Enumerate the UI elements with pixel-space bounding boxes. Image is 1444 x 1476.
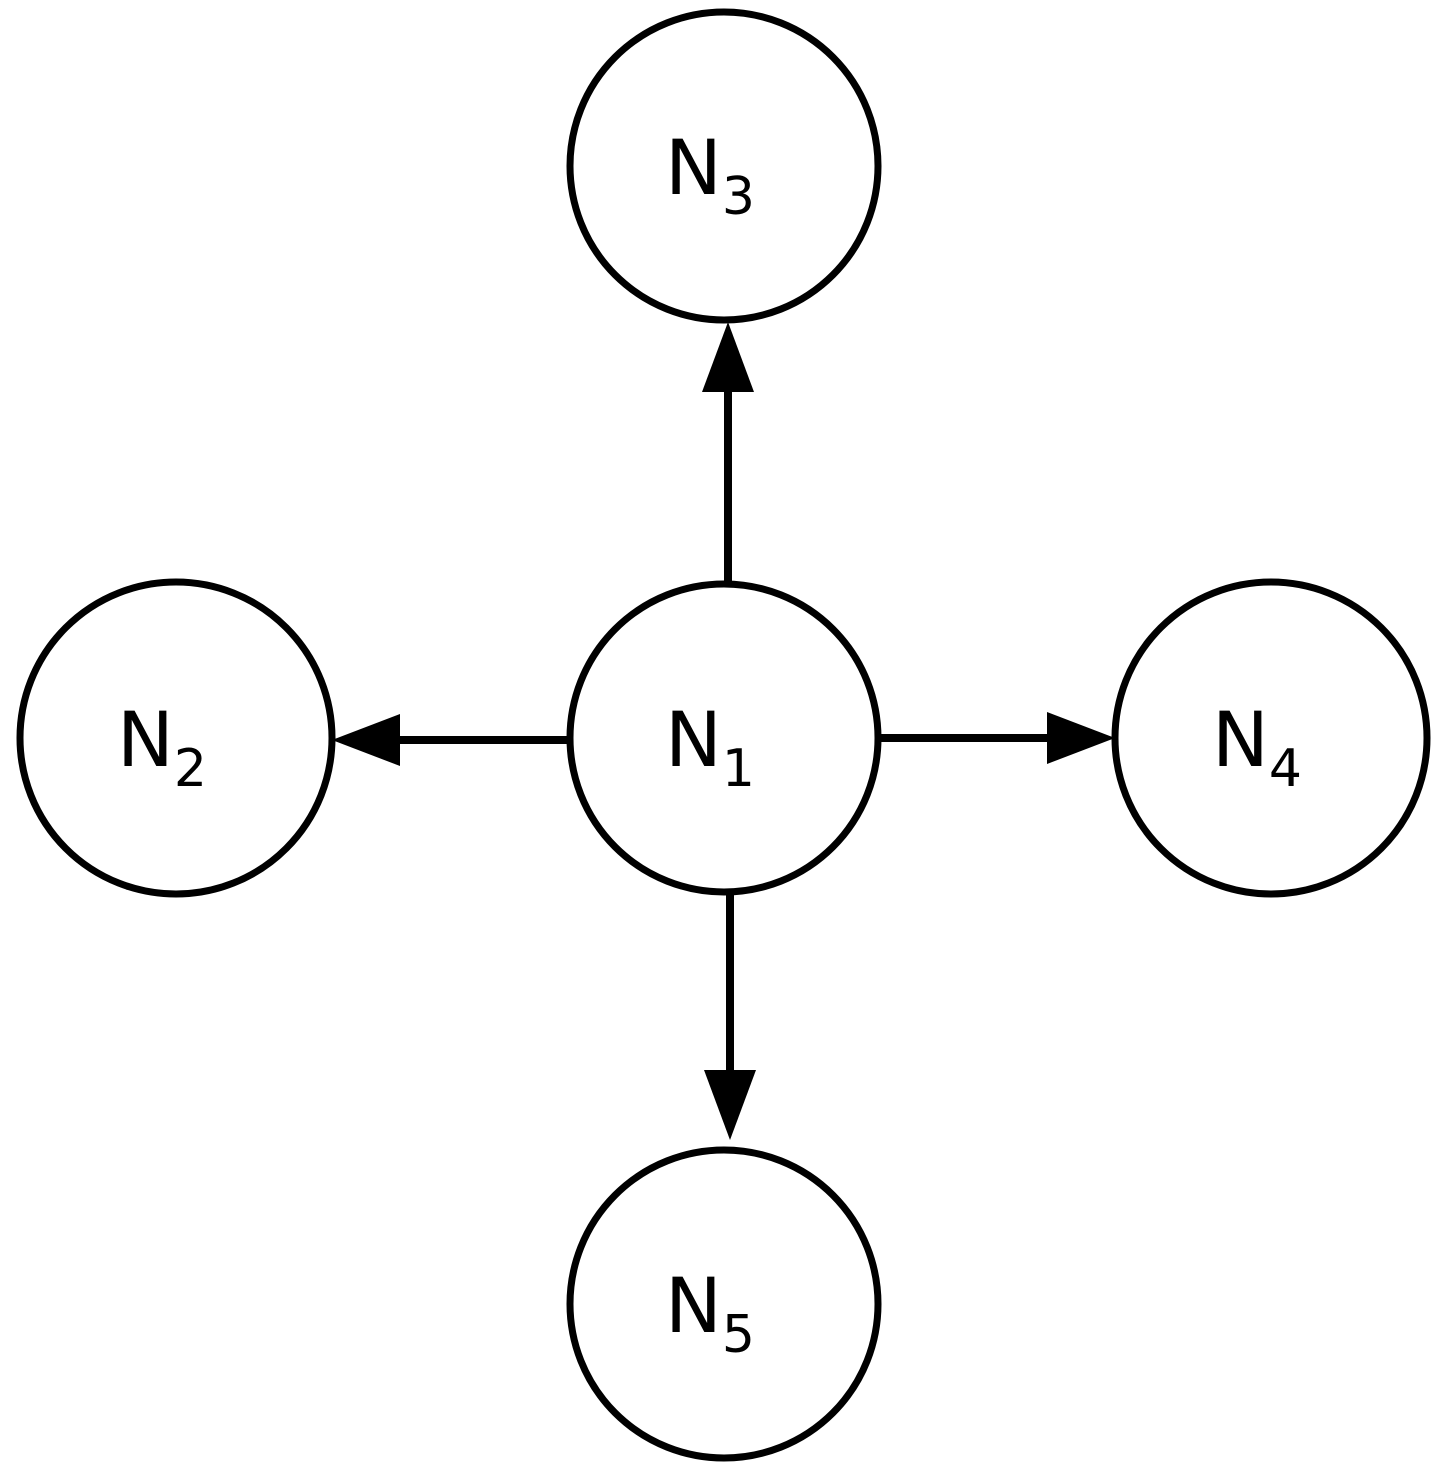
node-n1-circle[interactable] (566, 580, 882, 896)
node-n4-circle[interactable] (1111, 578, 1431, 898)
edge-n1-to-n5-arrowhead-icon (704, 1070, 756, 1140)
edge-n1-to-n4-arrowhead-icon (1047, 712, 1115, 764)
node-n2[interactable]: N2 (16, 578, 336, 898)
node-n2-circle[interactable] (16, 578, 336, 898)
edges-layer (332, 322, 1115, 1140)
edge-n1-to-n2-arrowhead-icon (332, 714, 400, 766)
edge-n1-to-n4[interactable] (878, 712, 1115, 764)
edge-n1-to-n3-arrowhead-icon (702, 322, 754, 392)
node-n2-label-subscript: 2 (174, 739, 207, 799)
edge-n1-to-n5[interactable] (704, 892, 756, 1140)
node-n1-label-subscript: 1 (722, 739, 755, 799)
node-n5[interactable]: N5 (566, 1146, 882, 1462)
node-n3-label-subscript: 3 (722, 167, 755, 227)
node-n1-label-base: N (665, 695, 722, 784)
edge-n1-to-n2[interactable] (332, 714, 570, 766)
node-n2-label: N2 (117, 695, 207, 799)
node-n4-label: N4 (1212, 695, 1302, 799)
node-n4[interactable]: N4 (1111, 578, 1431, 898)
node-n3-label: N3 (665, 123, 755, 227)
node-n5-label-subscript: 5 (722, 1305, 755, 1365)
node-n5-label: N5 (665, 1261, 755, 1365)
node-n2-label-base: N (117, 695, 174, 784)
node-n5-label-base: N (665, 1261, 722, 1350)
nodes-layer: N3 N2 N1 N4 (16, 8, 1431, 1462)
node-n1[interactable]: N1 (566, 580, 882, 896)
edge-n1-to-n3[interactable] (702, 322, 754, 584)
node-n5-circle[interactable] (566, 1146, 882, 1462)
node-n3-circle[interactable] (566, 8, 882, 324)
node-n4-label-subscript: 4 (1269, 739, 1302, 799)
node-n4-label-base: N (1212, 695, 1269, 784)
node-n3[interactable]: N3 (566, 8, 882, 324)
node-n3-label-base: N (665, 123, 722, 212)
node-n1-label: N1 (665, 695, 755, 799)
